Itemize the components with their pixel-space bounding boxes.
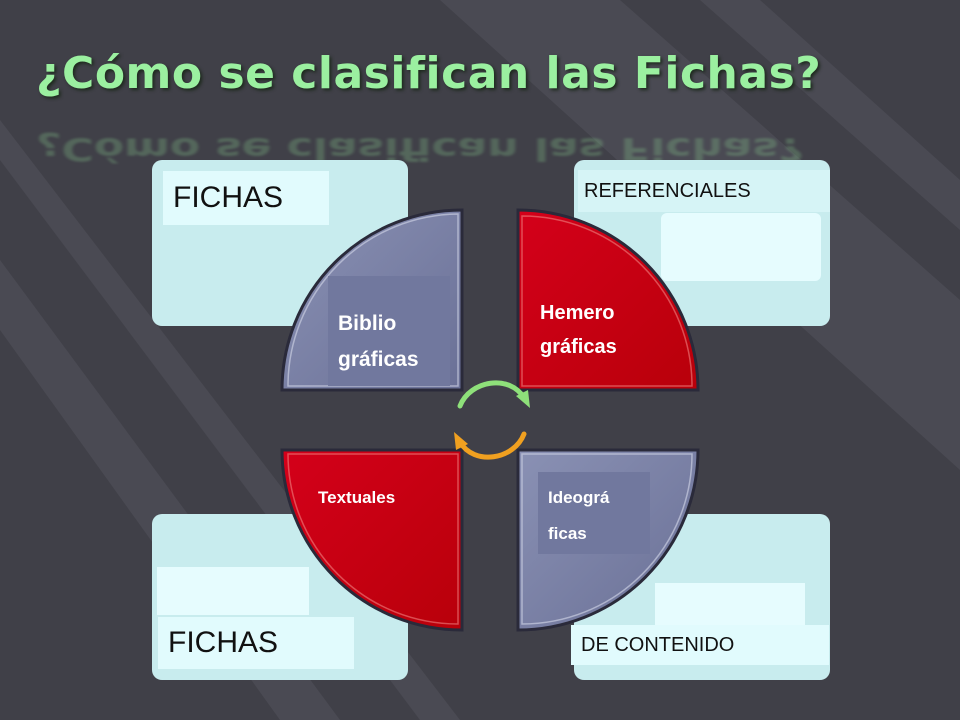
label-fichas-bottom: FICHAS xyxy=(158,617,354,669)
hemero-line1: Hemero xyxy=(540,302,615,324)
label-fichas-top: FICHAS xyxy=(163,171,329,225)
label-referenciales: REFERENCIALES xyxy=(578,170,830,212)
biblio-line1: Biblio xyxy=(338,312,397,335)
textbox-top-right xyxy=(661,213,821,281)
quadrant-label-ideograficas: Ideográ ficas xyxy=(538,472,650,554)
ideo-line2: ficas xyxy=(548,524,587,543)
label-de-contenido: DE CONTENIDO xyxy=(571,625,829,665)
ideo-line1: Ideográ xyxy=(548,488,610,507)
quadrant-label-hemerograficas: Hemero gráficas xyxy=(540,296,617,364)
quadrant-textuales xyxy=(280,448,464,632)
textbox-bottom-left xyxy=(157,567,309,615)
textbox-bottom-right xyxy=(655,583,805,625)
title-area: ¿Cómo se clasifican las Fichas? ¿Cómo se… xyxy=(0,0,960,167)
quadrant-label-textuales: Textuales xyxy=(318,488,396,507)
cycle-arrows-icon xyxy=(454,380,530,460)
page-title: ¿Cómo se clasifican las Fichas? xyxy=(36,48,822,99)
quadrant-hemerograficas xyxy=(516,208,700,392)
hemero-line2: gráficas xyxy=(540,336,617,358)
biblio-line2: gráficas xyxy=(338,348,419,371)
quadrant-label-bibliograficas: Biblio gráficas xyxy=(328,276,450,386)
